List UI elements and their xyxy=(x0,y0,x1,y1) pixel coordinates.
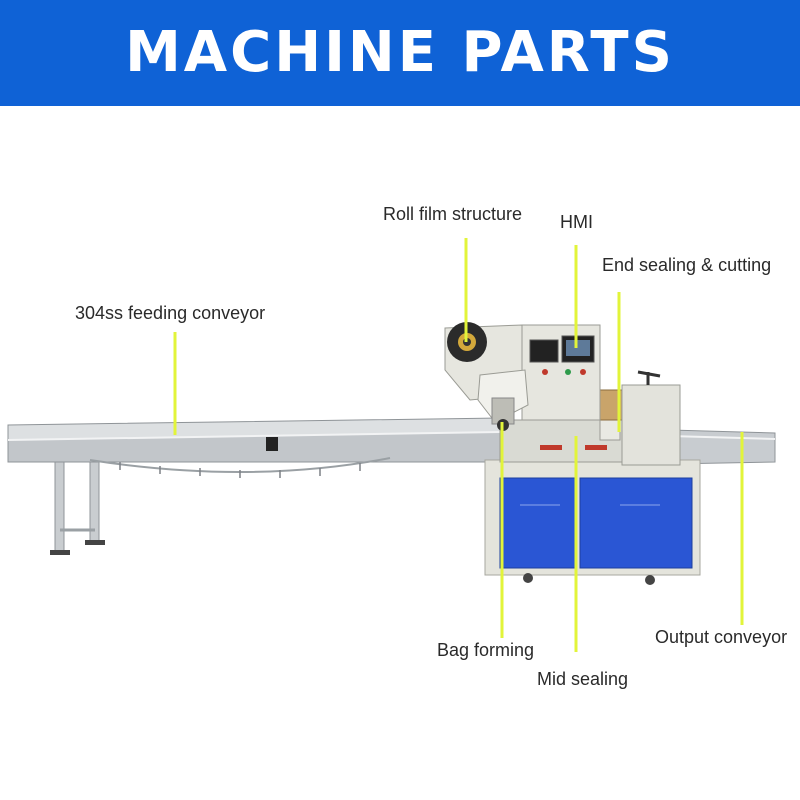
feeding-conveyor xyxy=(7,417,501,478)
cabinet-door-right xyxy=(579,477,693,569)
control-box xyxy=(521,324,601,421)
page-title: MACHINE PARTS xyxy=(125,20,675,85)
end-sealing-unit xyxy=(596,370,681,466)
label-mid-sealing: Mid sealing xyxy=(537,669,629,689)
header-banner: MACHINE PARTS xyxy=(0,0,800,106)
output-conveyor xyxy=(669,429,776,465)
label-feeding-conveyor: 304ss feeding conveyor xyxy=(75,303,266,323)
machine-cabinet xyxy=(484,459,701,585)
label-end-sealing-cutting: End sealing & cutting xyxy=(602,255,772,275)
leader-lines xyxy=(173,238,744,652)
label-output-conveyor: Output conveyor xyxy=(655,627,788,647)
label-bag-forming: Bag forming xyxy=(437,640,535,660)
conveyor-legs xyxy=(50,451,105,555)
label-roll-film-structure: Roll film structure xyxy=(383,204,523,224)
roll-film-unit xyxy=(444,322,529,431)
cabinet-door-left xyxy=(499,477,576,569)
label-hmi: HMI xyxy=(560,212,593,232)
